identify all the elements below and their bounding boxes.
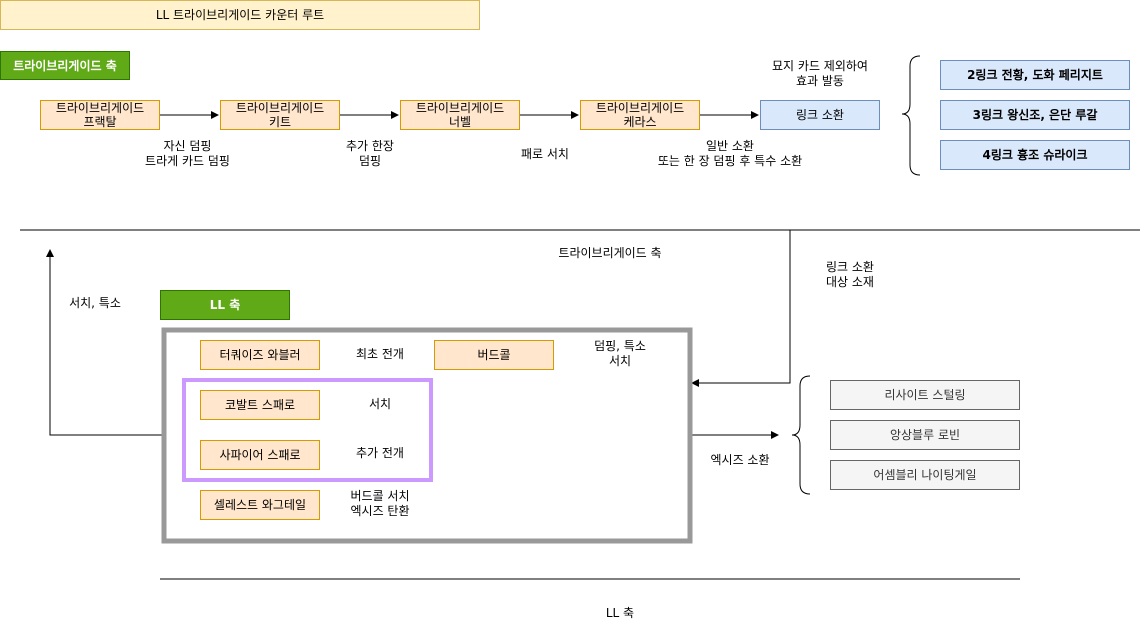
divider-axis-label-text: 트라이브리게이드 축 (558, 246, 662, 260)
card-line1: 트라이브리게이드 (595, 101, 685, 115)
effect-text: 서치 (368, 397, 392, 411)
xyz-option-text: 어셈블리 나이팅게일 (873, 468, 977, 482)
link-option-4: 4링크 흉조 슈라이크 (940, 140, 1130, 170)
ll-axis-tag: LL 축 (160, 290, 290, 320)
search-special-arrow (46, 249, 163, 436)
divider-axis-label: 트라이브리게이드 축 (530, 246, 690, 261)
card-name: 버드콜 (477, 348, 511, 362)
link-option-text: 2링크 전황, 도화 페리지트 (967, 68, 1103, 82)
effect-text: 최초 전개 (356, 347, 404, 361)
link-option-text: 3링크 왕신조, 은단 루갈 (972, 108, 1098, 122)
tribrigade-axis-tag: 트라이브리게이드 축 (0, 51, 130, 80)
label-line1: 추가 한장 (346, 139, 394, 153)
card-line1: 트라이브리게이드 (235, 101, 325, 115)
card-line1: 트라이브리게이드 (415, 101, 505, 115)
footer-axis-label-text: LL 축 (605, 606, 635, 620)
graveyard-note: 묘지 카드 제외하여 효과 발동 (745, 59, 895, 89)
card-line1: 트라이브리게이드 (55, 101, 145, 115)
label-line2: 트라게 카드 덤핑 (145, 154, 230, 168)
xyz-option-text: 리사이트 스털링 (884, 388, 966, 402)
note-line2: 효과 발동 (796, 74, 844, 88)
arrow-label-nerbel: 패로 서치 (495, 147, 595, 162)
arrow-label-fractal: 자신 덤핑 트라게 카드 덤핑 (125, 139, 250, 169)
label-line2: 또는 한 장 덤핑 후 특수 소환 (657, 154, 803, 168)
card-line2: 케라스 (623, 115, 657, 129)
note-line1: 묘지 카드 제외하여 (772, 59, 868, 73)
effect-text: 추가 전개 (356, 446, 404, 460)
search-special-text: 서치, 특소 (69, 296, 121, 310)
xyz-option-text: 앙상블루 로빈 (889, 428, 961, 442)
effect-line2: 엑시즈 탄환 (350, 504, 410, 518)
card-line2: 키트 (268, 115, 292, 129)
route-title-text: LL 트라이브리게이드 카운터 루트 (155, 8, 325, 22)
card-name: 코발트 스패로 (224, 398, 296, 412)
xyz-option-ensemblue-robin: 앙상블루 로빈 (830, 420, 1020, 450)
card-tribrigade-fractal: 트라이브리게이드 프랙탈 (40, 100, 160, 130)
label-line1: 자신 덤핑 (163, 139, 212, 153)
card-tribrigade-kerass: 트라이브리게이드 케라스 (580, 100, 700, 130)
xyz-options-brace (791, 375, 811, 495)
link-options-brace (901, 55, 921, 176)
card-sapphire-sparrow: 사파이어 스패로 (200, 440, 320, 470)
link-option-text: 4링크 흉조 슈라이크 (982, 148, 1088, 162)
card-line2: 너벨 (448, 115, 472, 129)
tribrigade-axis-tag-text: 트라이브리게이드 축 (13, 58, 117, 73)
sparrow-group-frame (182, 378, 433, 482)
xyz-summon-label: 엑시즈 소환 (690, 453, 790, 468)
card-celeste-wagtail: 셀레스트 와그테일 (200, 490, 320, 520)
link-option-3: 3링크 왕신조, 은단 루갈 (940, 100, 1130, 130)
label-line1: 패로 서치 (521, 147, 569, 161)
card-line2: 프랙탈 (83, 115, 117, 129)
link-summon-text: 링크 소환 (796, 108, 844, 122)
arrow-label-kerass: 일반 소환 또는 한 장 덤핑 후 특수 소환 (630, 139, 830, 169)
effect-initial-deploy: 최초 전개 (330, 347, 430, 362)
card-name: 셀레스트 와그테일 (213, 498, 307, 512)
route-title: LL 트라이브리게이드 카운터 루트 (0, 0, 480, 30)
footer-axis-label: LL 축 (570, 606, 670, 621)
xyz-option-assembly-nightingale: 어셈블리 나이팅게일 (830, 460, 1020, 490)
card-name: 사파이어 스패로 (219, 448, 301, 462)
card-birdcall: 버드콜 (434, 340, 554, 370)
link-summon-box: 링크 소환 (760, 100, 880, 130)
effect-extra-deploy: 추가 전개 (330, 446, 430, 461)
card-turquoise-warbler: 터쿼이즈 와블러 (200, 340, 320, 370)
effect-search: 서치 (330, 397, 430, 412)
card-name: 터쿼이즈 와블러 (219, 348, 301, 362)
arrow-label-kit: 추가 한장 덤핑 (320, 139, 420, 169)
note-line2: 대상 소재 (826, 275, 874, 289)
effect-line1: 덤핑, 특소 (594, 339, 646, 353)
xyz-summon-text: 엑시즈 소환 (710, 453, 770, 467)
link-material-note: 링크 소환 대상 소재 (800, 260, 900, 290)
ll-axis-tag-text: LL 축 (209, 298, 241, 312)
link-option-2: 2링크 전황, 도화 페리지트 (940, 60, 1130, 90)
card-tribrigade-kit: 트라이브리게이드 키트 (220, 100, 340, 130)
xyz-option-recite-starling: 리사이트 스털링 (830, 380, 1020, 410)
label-line1: 일반 소환 (706, 139, 754, 153)
card-cobalt-sparrow: 코발트 스패로 (200, 390, 320, 420)
effect-line1: 버드콜 서치 (350, 489, 410, 503)
link-material-arrow (691, 230, 791, 387)
label-line2: 덤핑 (358, 154, 382, 168)
effect-celeste: 버드콜 서치 엑시즈 탄환 (330, 489, 430, 519)
search-special-label: 서치, 특소 (50, 296, 140, 311)
ll-axis-frame (161, 327, 693, 544)
card-tribrigade-nerbel: 트라이브리게이드 너벨 (400, 100, 520, 130)
birdcall-effect: 덤핑, 특소 서치 (570, 339, 670, 369)
effect-line2: 서치 (608, 354, 632, 368)
note-line1: 링크 소환 (826, 260, 874, 274)
